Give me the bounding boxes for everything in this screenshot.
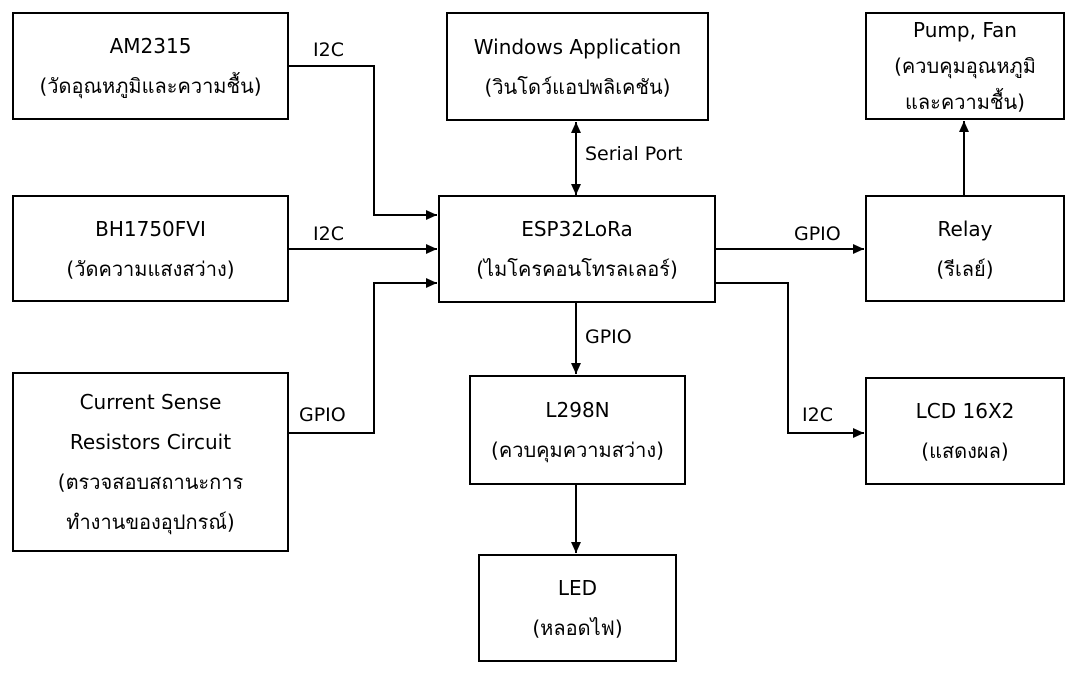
l298n-name: L298N bbox=[545, 398, 610, 422]
label-lcd-i2c: I2C bbox=[802, 404, 833, 426]
current-sense-block: Current Sense Resistors Circuit (ตรวจสอบ… bbox=[12, 372, 289, 552]
led-desc: (หลอดไฟ) bbox=[532, 616, 623, 640]
current-sense-line3: (ตรวจสอบสถานะการ bbox=[57, 470, 244, 494]
am2315-desc: (วัดอุณหภูมิและความชื้น) bbox=[39, 74, 262, 98]
am2315-name: AM2315 bbox=[109, 34, 192, 58]
relay-desc: (รีเลย์) bbox=[936, 256, 994, 281]
pump-fan-line2: (ควบคุมอุณหภูมิ bbox=[894, 54, 1036, 78]
l298n-desc: (ควบคุมความสว่าง) bbox=[491, 438, 664, 462]
current-sense-line1: Current Sense bbox=[79, 390, 222, 414]
relay-block: Relay (รีเลย์) bbox=[865, 195, 1065, 302]
led-block: LED (หลอดไฟ) bbox=[478, 554, 677, 662]
esp32-name: ESP32LoRa bbox=[521, 217, 633, 241]
pump-fan-line3: และความชื้น) bbox=[905, 90, 1025, 114]
bh1750-desc: (วัดความแสงสว่าง) bbox=[66, 256, 235, 281]
label-relay-gpio: GPIO bbox=[794, 223, 841, 245]
lcd-name: LCD 16X2 bbox=[915, 399, 1015, 423]
label-serial-port: Serial Port bbox=[585, 143, 683, 165]
relay-name: Relay bbox=[937, 216, 993, 241]
l298n-block: L298N (ควบคุมความสว่าง) bbox=[469, 375, 686, 485]
current-sense-line2: Resistors Circuit bbox=[69, 430, 232, 454]
windows-app-desc: (วินโดว์แอปพลิเคชัน) bbox=[484, 74, 671, 99]
esp32-block: ESP32LoRa (ไมโครคอนโทรลเลอร์) bbox=[438, 195, 716, 303]
label-bh1750-i2c: I2C bbox=[313, 223, 344, 245]
lcd-block: LCD 16X2 (แสดงผล) bbox=[865, 377, 1065, 485]
current-sense-line4: ทำงานของอุปกรณ์) bbox=[66, 510, 235, 534]
pump-fan-line1: Pump, Fan bbox=[913, 18, 1017, 42]
label-current-gpio: GPIO bbox=[299, 404, 346, 426]
pump-fan-block: Pump, Fan (ควบคุมอุณหภูมิ และความชื้น) bbox=[865, 12, 1065, 120]
label-am2315-i2c: I2C bbox=[313, 39, 344, 61]
am2315-block: AM2315 (วัดอุณหภูมิและความชื้น) bbox=[12, 12, 289, 120]
bh1750-block: BH1750FVI (วัดความแสงสว่าง) bbox=[12, 195, 289, 302]
esp32-desc: (ไมโครคอนโทรลเลอร์) bbox=[476, 257, 678, 281]
label-l298n-gpio: GPIO bbox=[585, 326, 632, 348]
windows-app-name: Windows Application bbox=[473, 34, 682, 59]
arrow-esp32-to-lcd bbox=[715, 282, 864, 438]
led-name: LED bbox=[557, 576, 598, 600]
arrow-current-to-esp32 bbox=[288, 278, 437, 434]
bh1750-name: BH1750FVI bbox=[95, 216, 206, 241]
arrow-am2315-to-esp32 bbox=[288, 65, 437, 220]
lcd-desc: (แสดงผล) bbox=[921, 439, 1009, 463]
windows-app-block: Windows Application (วินโดว์แอปพลิเคชัน) bbox=[446, 12, 709, 121]
